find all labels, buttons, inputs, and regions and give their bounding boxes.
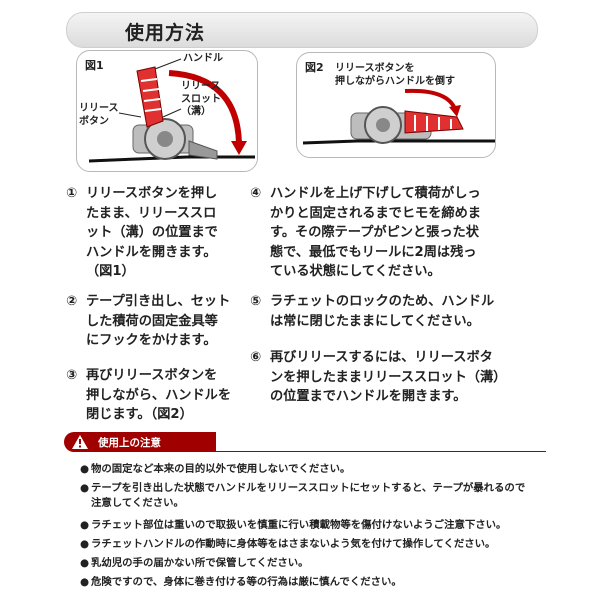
- step-6-text: 再びリリースするには、リリースボタ ンを押したままリリーススロット（溝） の位置…: [270, 350, 507, 404]
- figure-1: 図1 ハンドル リリース ボタン リリース スロット （溝）: [76, 50, 258, 172]
- caution-header: 使用上の注意: [64, 432, 216, 452]
- handle-callout: ハンドル: [183, 53, 223, 64]
- bullet-icon: ●: [80, 463, 90, 475]
- release-button-callout: リリース ボタン: [79, 103, 119, 127]
- bullet-icon: ●: [80, 557, 90, 569]
- step-1-text: リリースボタンを押し たまま、リリーススロ ット（溝）の位置まで ハンドルを開き…: [86, 186, 218, 279]
- close-direction-arrow: [404, 88, 457, 110]
- open-direction-arrow: [168, 70, 242, 144]
- bullet-icon: ●: [80, 482, 90, 494]
- strap-line: [302, 139, 495, 145]
- figure-2: 図2 リリースボタンを 押しながらハンドルを倒す: [296, 52, 496, 158]
- step-4-text: ハンドルを上げ下げして積荷がしっ かりと固定されるまでヒモを締めま す。その際テ…: [270, 186, 481, 279]
- figure-1-label: 図1: [85, 59, 104, 72]
- release-slot-callout: リリース スロット （溝）: [181, 81, 221, 117]
- caution-divider: [216, 451, 546, 452]
- section-title-bar: 使用方法: [66, 12, 538, 48]
- figure-2-label: 図2: [305, 61, 324, 74]
- page-title: 使用方法: [125, 22, 206, 44]
- caution-label: 使用上の注意: [98, 437, 161, 449]
- bullet-icon: ●: [80, 538, 90, 550]
- ratchet-closed-illustration: [302, 88, 495, 145]
- step-3-text: 再びリリースボタンを 押しながら、ハンドルを 閉じます。（図2）: [86, 368, 232, 422]
- warning-icon: [72, 435, 88, 449]
- ratchet-handle: [404, 110, 464, 134]
- ratchet-open-illustration: [88, 58, 255, 163]
- ratchet-handle: [136, 66, 164, 128]
- bullet-icon: ●: [80, 576, 90, 588]
- step-2-text: テープ引き出し、セット した積荷の固定金具等 にフックをかけます。: [86, 294, 231, 348]
- bullet-icon: ●: [80, 519, 90, 531]
- step-5-text: ラチェットのロックのため、ハンドル は常に閉じたままにしてください。: [270, 294, 495, 329]
- figure-2-callout: リリースボタンを 押しながらハンドルを倒す: [335, 63, 455, 87]
